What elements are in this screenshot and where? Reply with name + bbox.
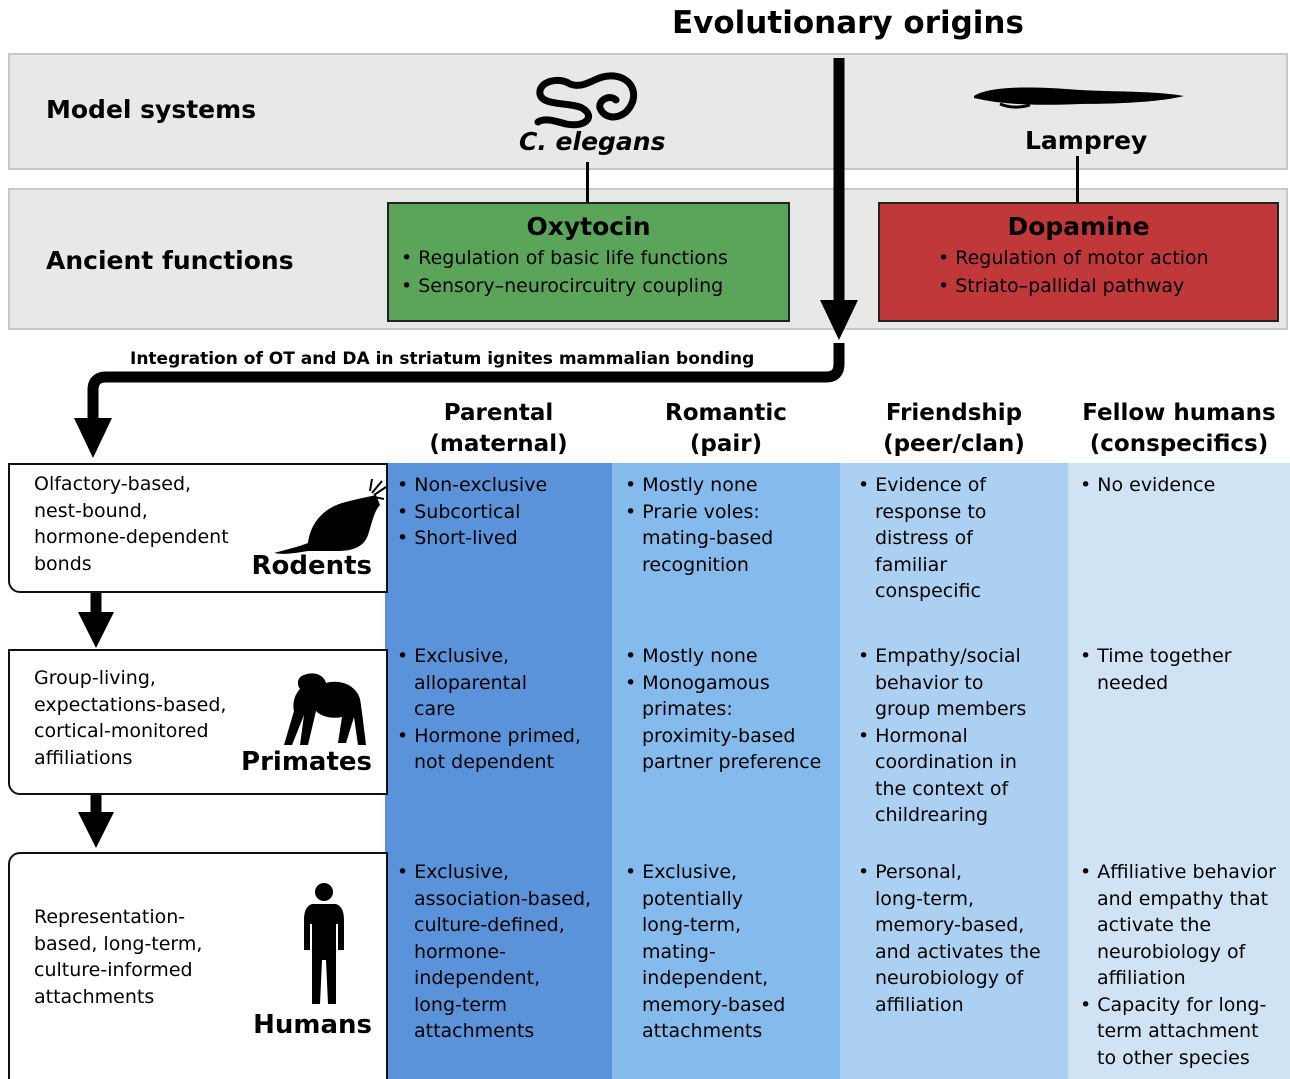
cell-rodents-romantic: Mostly nonePrarie voles:mating-basedreco…: [625, 472, 840, 578]
integration-label: Integration of OT and DA in striatum ign…: [130, 349, 755, 369]
ancient-functions-label: Ancient functions: [46, 246, 294, 275]
row-humans-name: Humans: [253, 1010, 372, 1040]
cell-bullet: Subcortical: [397, 499, 612, 526]
column-header-romantic: Romantic(pair): [665, 400, 787, 457]
cell-rodents-parental: Non-exclusiveSubcorticalShort-lived: [397, 472, 612, 552]
row-primates-box: Group-living,expectations-based,cortical…: [8, 649, 388, 795]
oxytocin-box: Oxytocin Regulation of basic life functi…: [387, 202, 790, 322]
dopamine-box: Dopamine Regulation of motor action Stri…: [878, 202, 1279, 322]
cell-bullet: Mostly none: [625, 643, 840, 670]
cell-bullet: Mostly none: [625, 472, 840, 499]
lamprey-icon: [974, 87, 1184, 109]
row-primates-description: Group-living,expectations-based,cortical…: [34, 667, 227, 769]
cell-primates-romantic: Mostly noneMonogamousprimates:proximity-…: [625, 643, 840, 776]
cell-humans-romantic: Exclusive,potentiallylong-term,mating-in…: [625, 859, 840, 1045]
row-humans-box: Representation-based, long-term,culture-…: [8, 852, 388, 1079]
oxytocin-bullet: Sensory–neurocircuitry coupling: [401, 272, 788, 300]
lamprey-label: Lamprey: [1025, 126, 1148, 155]
row-rodents-box: Olfactory-based,nest-bound,hormone-depen…: [8, 463, 388, 593]
row-primates-name: Primates: [241, 747, 372, 777]
dopamine-bullet: Regulation of motor action: [938, 244, 1277, 272]
dopamine-bullet: Striato–pallidal pathway: [938, 272, 1277, 300]
column-header-parental: Parental(maternal): [429, 400, 568, 457]
cell-bullet: Monogamousprimates:proximity-basedpartne…: [625, 670, 840, 776]
c-elegans-worm-icon: [534, 72, 638, 129]
mole-rat-silhouette-icon: [274, 479, 386, 554]
cell-bullet: Exclusive,association-based,culture-defi…: [397, 859, 612, 1045]
chimpanzee-silhouette-icon: [284, 673, 366, 745]
human-silhouette-icon: [304, 883, 344, 1004]
column-header-fellow-humans: Fellow humans(conspecifics): [1082, 400, 1276, 457]
cell-bullet: No evidence: [1080, 472, 1290, 499]
cell-bullet: Hormone primed,not dependent: [397, 723, 612, 776]
oxytocin-bullet: Regulation of basic life functions: [401, 244, 788, 272]
oxytocin-title: Oxytocin: [526, 212, 651, 241]
cell-bullet: Personal,long-term,memory-based,and acti…: [858, 859, 1073, 1018]
model-systems-label: Model systems: [46, 95, 257, 124]
row-humans-description: Representation-based, long-term,culture-…: [34, 906, 203, 1008]
cell-bullet: Non-exclusive: [397, 472, 612, 499]
diagram-title: Evolutionary origins: [672, 5, 1024, 41]
connector-line: [586, 162, 589, 202]
cell-bullet: Short-lived: [397, 525, 612, 552]
cell-primates-parental: Exclusive,alloparentalcareHormone primed…: [397, 643, 612, 776]
dopamine-title: Dopamine: [1007, 212, 1150, 241]
row-rodents-description: Olfactory-based,nest-bound,hormone-depen…: [34, 473, 229, 575]
cell-humans-parental: Exclusive,association-based,culture-defi…: [397, 859, 612, 1045]
cell-bullet: Exclusive,potentiallylong-term,mating-in…: [625, 859, 840, 1045]
cell-rodents-fellow-humans: No evidence: [1080, 472, 1290, 499]
model-systems-band: [8, 53, 1288, 170]
c-elegans-label: C. elegans: [519, 127, 666, 156]
cell-humans-friendship: Personal,long-term,memory-based,and acti…: [858, 859, 1073, 1018]
row-rodents-name: Rodents: [251, 551, 372, 581]
connector-line: [1076, 156, 1079, 202]
column-header-friendship: Friendship(peer/clan): [883, 400, 1025, 457]
